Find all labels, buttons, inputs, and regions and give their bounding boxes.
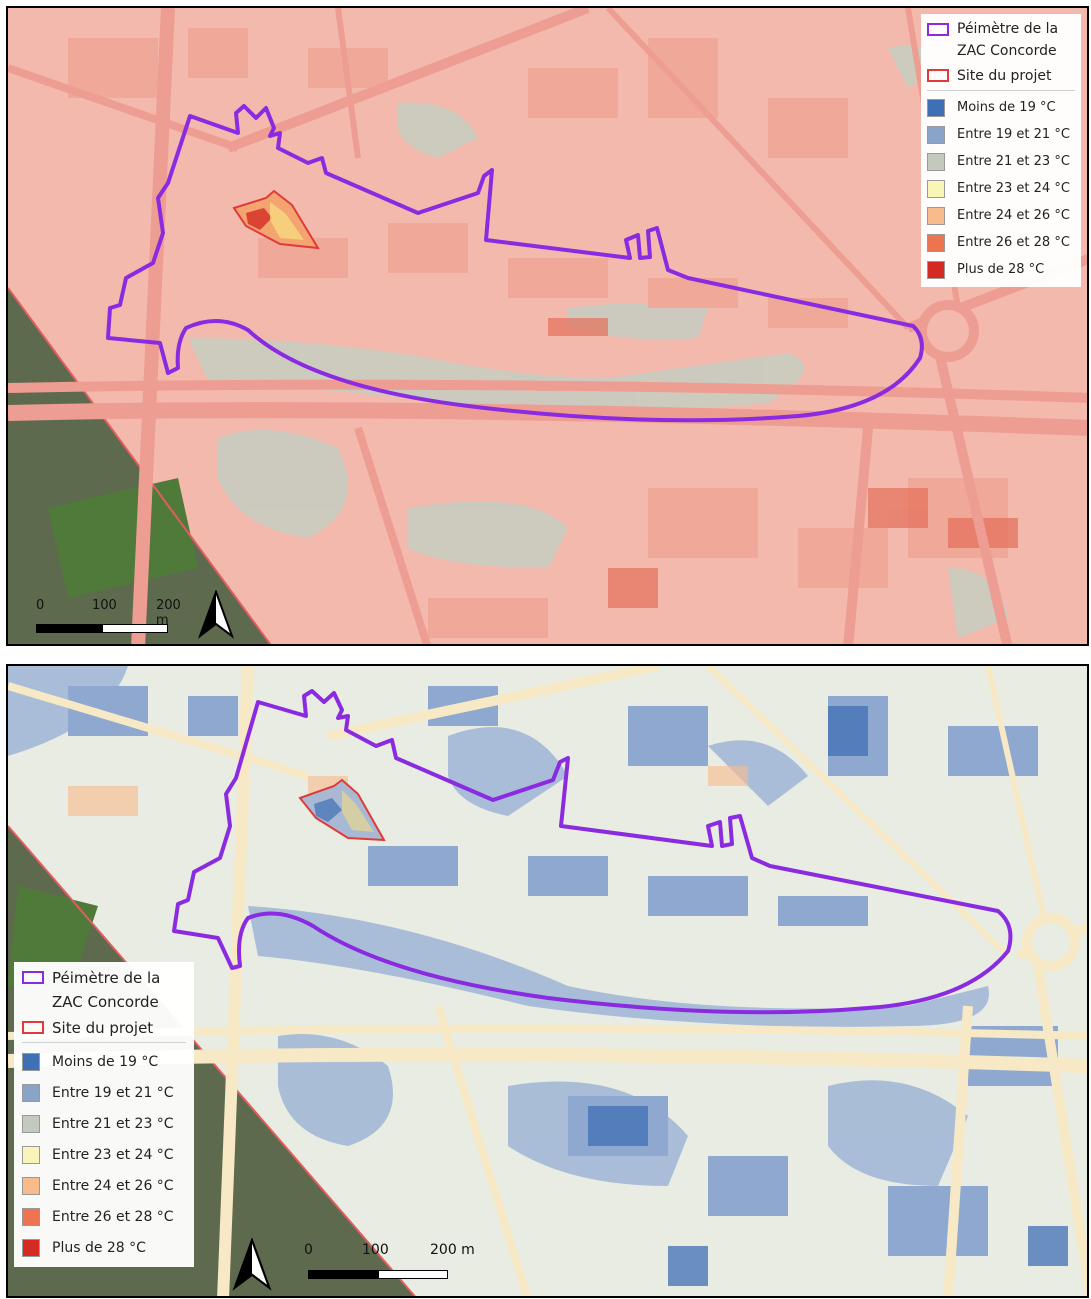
temperature-swatch [927,233,945,252]
zac-perimeter-outline [172,689,1013,1015]
legend-item-temperature-class: Entre 23 et 24 °C [22,1139,186,1170]
temperature-swatch [22,1207,40,1226]
legend-item-perimeter: Péimètre de la ZAC Concorde [22,966,186,1016]
north-arrow-icon [197,590,235,639]
legend-item-temperature-class: Entre 24 et 26 °C [927,202,1075,229]
temperature-swatch [22,1114,40,1133]
temperature-swatch [22,1238,40,1257]
dark-blue-blocks [588,706,1068,1286]
scale-segment-white [102,624,168,633]
temperature-label: Plus de 28 °C [52,1239,146,1256]
legend-item-temperature-class: Plus de 28 °C [22,1232,186,1263]
hot-blocks [548,318,1018,608]
temperature-swatch [927,179,945,198]
temperature-swatch [22,1176,40,1195]
project-site [232,189,320,250]
legend-item-temperature-class: Entre 23 et 24 °C [927,175,1075,202]
perimeter-label: Péimètre de la ZAC Concorde [52,969,161,1011]
site-label: Site du projet [957,67,1052,84]
scale-segment-black [308,1270,378,1279]
zac-perimeter-outline [106,104,924,423]
roundabout [917,300,979,362]
legend-item-perimeter: Péimètre de la ZAC Concorde [927,18,1075,64]
legend-item-temperature-class: Entre 19 et 21 °C [927,121,1075,148]
legend-item-temperature-class: Moins de 19 °C [927,94,1075,121]
building-blocks [68,686,1058,1256]
scale-label-100: 100 [362,1242,389,1258]
legend-item-temperature-class: Plus de 28 °C [927,256,1075,283]
legend-item-temperature-class: Entre 21 et 23 °C [22,1108,186,1139]
north-arrow-icon [232,1238,272,1291]
temperature-label: Entre 21 et 23 °C [957,154,1070,169]
perimeter-swatch [927,23,949,36]
temperature-swatch [927,260,945,279]
legend-top: Péimètre de la ZAC Concorde Site du proj… [921,14,1081,287]
legend-separator [22,1042,186,1043]
aerial-field [48,478,198,598]
legend-item-site: Site du projet [22,1016,186,1039]
temperature-swatch [927,152,945,171]
site-swatch [22,1021,44,1034]
scale-bar-bottom: 0 100 200 m [304,1242,484,1282]
temperature-label: Moins de 19 °C [957,100,1056,115]
project-site [298,778,386,842]
temperature-label: Entre 24 et 26 °C [52,1177,174,1194]
bottom-map-canvas[interactable] [8,666,1089,1298]
site-swatch [927,69,949,82]
scale-bar-top: 0 100 200 m [36,598,186,638]
temperature-label: Entre 23 et 24 °C [957,181,1070,196]
temperature-swatch [927,98,945,117]
temperature-swatch [927,125,945,144]
top-map-canvas[interactable] [8,8,1089,646]
scale-label-100: 100 [92,598,117,613]
perimeter-swatch [22,971,44,984]
site-label: Site du projet [52,1018,154,1037]
temperature-label: Entre 21 et 23 °C [52,1115,174,1132]
temperature-label: Entre 19 et 21 °C [957,127,1070,142]
temperature-class-list: Moins de 19 °C Entre 19 et 21 °C Entre 21 … [22,1046,186,1263]
temperature-label: Entre 24 et 26 °C [957,208,1070,223]
temperature-label: Entre 19 et 21 °C [52,1084,174,1101]
bottom-map-panel: Péimètre de la ZAC Concorde Site du proj… [6,664,1089,1298]
top-map-panel: Péimètre de la ZAC Concorde Site du proj… [6,6,1089,646]
scale-segment-white [378,1270,448,1279]
legend-item-temperature-class: Entre 21 et 23 °C [927,148,1075,175]
scale-label-200: 200 m [430,1242,475,1258]
legend-item-temperature-class: Entre 26 et 28 °C [927,229,1075,256]
temperature-label: Entre 26 et 28 °C [52,1208,174,1225]
temperature-class-list: Moins de 19 °C Entre 19 et 21 °C Entre 21 … [927,94,1075,283]
legend-item-temperature-class: Entre 24 et 26 °C [22,1170,186,1201]
temperature-label: Plus de 28 °C [957,262,1045,277]
temperature-label: Moins de 19 °C [52,1053,159,1070]
temperature-label: Entre 26 et 28 °C [957,235,1070,250]
legend-item-temperature-class: Entre 19 et 21 °C [22,1077,186,1108]
legend-separator [927,90,1075,91]
legend-item-site: Site du projet [927,64,1075,87]
temperature-swatch [927,206,945,225]
temperature-swatch [22,1052,40,1071]
legend-item-temperature-class: Entre 26 et 28 °C [22,1201,186,1232]
temperature-swatch [22,1083,40,1102]
scale-label-0: 0 [304,1242,313,1258]
roundabout [1022,913,1080,971]
temperature-label: Entre 23 et 24 °C [52,1146,174,1163]
legend-bottom: Péimètre de la ZAC Concorde Site du proj… [14,962,194,1267]
temperature-swatch [22,1145,40,1164]
scale-segment-black [36,624,102,633]
perimeter-label: Péimètre de la ZAC Concorde [957,21,1059,59]
scale-label-0: 0 [36,598,45,613]
legend-item-temperature-class: Moins de 19 °C [22,1046,186,1077]
